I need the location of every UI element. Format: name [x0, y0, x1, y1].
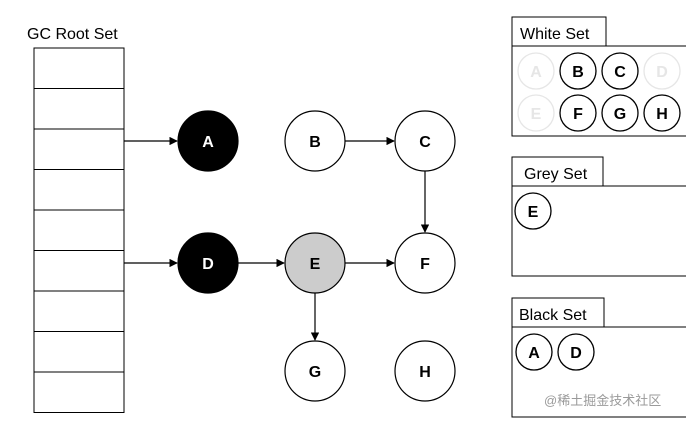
white-set-item-B-circle: [559, 52, 597, 90]
white-set-item-D-label: D: [656, 64, 668, 81]
black-set-item-D-circle: [557, 333, 595, 371]
root-set-slot: [33, 331, 125, 373]
node-G-circle: [284, 340, 346, 402]
white-set-item-A-circle: [517, 52, 555, 90]
black-set-item-D-label: D: [570, 345, 582, 362]
black-set-item-A: A: [515, 333, 553, 371]
white-set-item-A: A: [517, 52, 555, 90]
node-D-label: D: [202, 256, 214, 273]
node-D-circle: [177, 232, 239, 294]
grey-set-item-E-circle: [514, 192, 552, 230]
grey-set-items: E: [514, 192, 552, 230]
white-set-items: A B C D E F G H: [517, 52, 681, 132]
white-set-item-F: F: [559, 94, 597, 132]
white-set-item-G-circle: [601, 94, 639, 132]
grey-set-item-E-label: E: [528, 204, 539, 221]
node-D: D: [177, 232, 239, 294]
object-nodes: A B C D E F G H: [177, 110, 456, 402]
node-C-circle: [394, 110, 456, 172]
black-set-item-A-label: A: [528, 345, 540, 362]
black-set-item-D: D: [557, 333, 595, 371]
white-set-item-E: E: [517, 94, 555, 132]
white-set-item-F-circle: [559, 94, 597, 132]
node-H-label: H: [419, 364, 431, 381]
node-E-circle: [284, 232, 346, 294]
white-set-item-D: D: [643, 52, 681, 90]
white-set-item-F-label: F: [573, 106, 583, 123]
node-F: F: [394, 232, 456, 294]
white-set-item-H-label: H: [656, 106, 668, 123]
white-set-item-C: C: [601, 52, 639, 90]
white-set-item-E-circle: [517, 94, 555, 132]
root-set-slot: [33, 290, 125, 332]
node-E-label: E: [310, 256, 321, 273]
white-set-item-D-circle: [643, 52, 681, 90]
black-set-tab: [511, 297, 605, 328]
node-H: H: [394, 340, 456, 402]
node-B: B: [284, 110, 346, 172]
node-A-label: A: [202, 134, 214, 151]
node-A: A: [177, 110, 239, 172]
white-set-item-G-label: G: [614, 106, 626, 123]
grey-set-panel: Grey Set E: [511, 156, 686, 277]
root-set-title: GC Root Set: [27, 26, 118, 43]
node-C-label: C: [419, 134, 431, 151]
grey-set-title: Grey Set: [524, 166, 588, 183]
white-set-item-C-label: C: [614, 64, 626, 81]
node-H-circle: [394, 340, 456, 402]
root-set-slot: [33, 88, 125, 130]
white-set-item-G: G: [601, 94, 639, 132]
root-set-slot: [33, 128, 125, 170]
root-set-slot: [33, 169, 125, 211]
grey-set-item-E: E: [514, 192, 552, 230]
node-B-label: B: [309, 134, 321, 151]
watermark: @稀土掘金技术社区: [544, 393, 661, 408]
white-set-title: White Set: [520, 26, 590, 43]
root-set-table: [33, 47, 125, 413]
white-set-panel: White Set A B C D E F G H: [511, 16, 686, 137]
root-set-slot: [33, 47, 125, 89]
node-B-circle: [284, 110, 346, 172]
root-set-slot: [33, 209, 125, 251]
node-A-circle: [177, 110, 239, 172]
white-set-item-H-circle: [643, 94, 681, 132]
root-set-slot: [33, 371, 125, 413]
root-set-slot: [33, 250, 125, 292]
white-set-tab: [511, 16, 607, 47]
white-set-item-A-label: A: [530, 64, 542, 81]
grey-set-tab: [511, 156, 604, 187]
white-set-item-H: H: [643, 94, 681, 132]
white-set-item-B: B: [559, 52, 597, 90]
reference-edges: [124, 136, 430, 341]
black-set-item-A-circle: [515, 333, 553, 371]
white-set-item-B-label: B: [572, 64, 584, 81]
node-F-circle: [394, 232, 456, 294]
black-set-title: Black Set: [519, 307, 587, 324]
node-E: E: [284, 232, 346, 294]
node-C: C: [394, 110, 456, 172]
node-G: G: [284, 340, 346, 402]
node-G-label: G: [309, 364, 321, 381]
white-set-item-C-circle: [601, 52, 639, 90]
white-set-item-E-label: E: [531, 106, 542, 123]
node-F-label: F: [420, 256, 430, 273]
